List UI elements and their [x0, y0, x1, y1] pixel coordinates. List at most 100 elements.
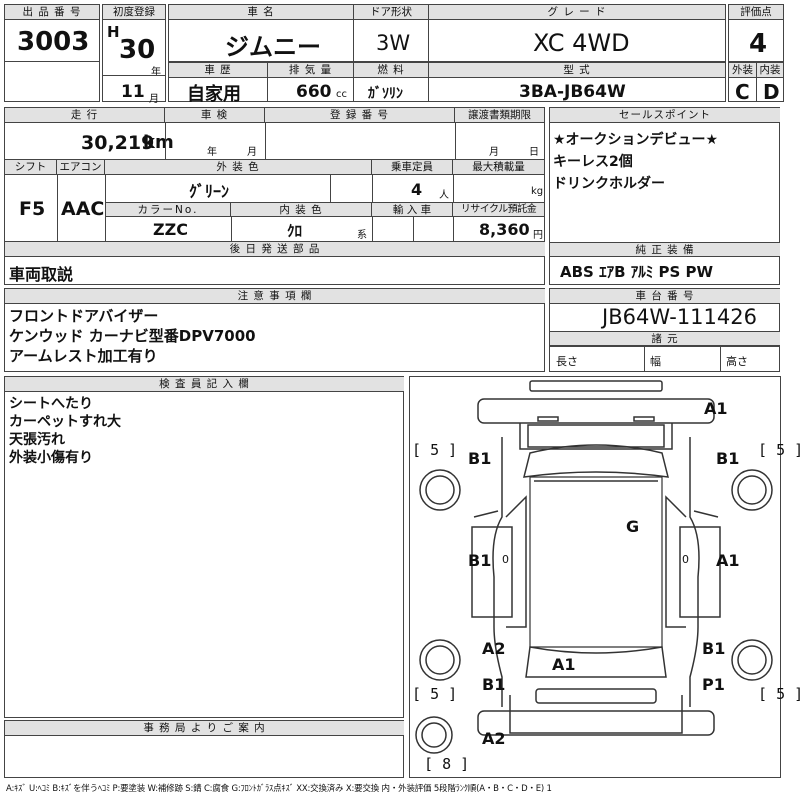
month-unit: 月	[149, 94, 159, 105]
exterior-grade-cell: 外装 C	[728, 62, 757, 104]
car-outline	[415, 380, 773, 754]
sales-point-label: セールスポイント	[550, 108, 780, 123]
car-name-value: ジムニー	[225, 33, 321, 61]
sales-point-line: ドリンクホルダー	[553, 176, 665, 192]
history-value: 自家用	[187, 84, 241, 105]
year-value: 30	[119, 35, 156, 65]
displacement-value: 660	[296, 82, 332, 102]
tire-front-left: [ 5 ]	[412, 441, 458, 459]
color-no-value: ZZC	[153, 220, 188, 239]
max-load-unit: kg	[531, 186, 544, 197]
month-value: 11	[121, 82, 145, 102]
right-door-zero: 0	[682, 553, 689, 566]
exterior-grade-value: C	[735, 80, 750, 104]
damage-legend: A:ｷｽﾞ U:ﾍｺﾐ B:ｷｽﾞを伴うﾍｺﾐ P:要塗装 W:補修跡 S:錆 …	[6, 784, 552, 794]
notes-panel: 注 意 事 項 欄 フロントドアバイザー ケンウッド カーナビ型番DPV7000…	[4, 288, 545, 372]
transfer-day-unit: 日	[529, 147, 539, 158]
inspection-month-unit: 月	[247, 147, 257, 158]
displacement-label: 排 気 量	[268, 63, 354, 78]
mileage-unit: km	[143, 132, 174, 153]
door-type-label: ドア形状	[354, 5, 429, 20]
mark-spare: A2	[482, 729, 506, 748]
recycle-unit: 円	[533, 230, 543, 241]
sales-point-line: ★オークションデビュー★	[553, 132, 719, 148]
office-label: 事 務 局 よ り ご 案 内	[5, 721, 404, 736]
capacity-value: 4	[411, 180, 423, 199]
tire-front-left-value: 5	[430, 441, 440, 459]
displacement-cell: 排 気 量 660 cc	[267, 62, 354, 102]
inspection-year-unit: 年	[207, 147, 217, 158]
recycle-value: 8,360	[479, 220, 530, 239]
max-load-label: 最大積載量	[453, 160, 545, 175]
fuel-label: 燃 料	[354, 63, 429, 78]
shift-value: F5	[19, 198, 46, 220]
notes-line: アームレスト加工有り	[9, 347, 158, 365]
era-value: H	[107, 23, 120, 41]
exterior-grade-label: 外装	[729, 63, 757, 78]
inspector-line: 外装小傷有り	[9, 450, 93, 466]
mark-roof: G	[626, 517, 640, 536]
mark-rear-left-lower: B1	[482, 675, 506, 694]
tire-front-right: [ 5 ]	[758, 441, 800, 459]
capacity-unit: 人	[439, 190, 449, 201]
int-color-label: 内 装 色	[231, 203, 372, 217]
aircon-value: AAC	[61, 198, 105, 220]
inspector-panel: 検 査 員 記 入 欄 シートへたり カーペットすれ大 天張汚れ 外装小傷有り	[4, 376, 404, 718]
score-label: 評価点	[729, 5, 784, 20]
model-label: 型 式	[429, 63, 726, 78]
chassis-value: JB64W-111426	[602, 305, 757, 329]
door-type-cell: ドア形状 3W	[353, 4, 429, 62]
mark-front-bumper: A1	[704, 399, 728, 418]
tire-spare-value: 8	[442, 755, 452, 773]
year-unit: 年	[151, 67, 161, 78]
color-no-label: カラーNo.	[106, 203, 231, 217]
grade-value: XC 4WD	[533, 29, 630, 57]
tire-rear-right: [ 5 ]	[758, 685, 800, 703]
specs-label: 諸 元	[550, 331, 780, 346]
inspector-label: 検 査 員 記 入 欄	[5, 377, 404, 392]
vehicle-details-panel: 走 行 車 検 登 録 番 号 譲渡書類期限 30,219 km 年 月 月 日…	[4, 107, 545, 285]
chassis-panel: 車 台 番 号 JB64W-111426 諸 元 長さ 幅 高さ	[549, 288, 780, 372]
mark-front-left-fender: B1	[468, 449, 492, 468]
interior-grade-cell: 内装 D	[756, 62, 784, 104]
fuel-value: ｶﾞｿﾘﾝ	[368, 86, 403, 102]
notes-line: ケンウッド カーナビ型番DPV7000	[9, 327, 256, 345]
interior-grade-label: 内装	[757, 63, 784, 78]
notes-label: 注 意 事 項 欄	[5, 289, 545, 304]
tire-spare: [ 8 ]	[424, 755, 470, 773]
mark-left-door: B1	[468, 551, 492, 570]
chassis-label: 車 台 番 号	[550, 289, 780, 304]
inspector-line: カーペットすれ大	[9, 414, 121, 430]
mileage-label: 走 行	[5, 108, 165, 123]
ext-color-value: ｸﾞﾘｰﾝ	[189, 182, 230, 201]
int-color-unit: 系	[357, 230, 367, 241]
lot-number-label: 出 品 番 号	[5, 5, 100, 20]
genuine-equipment-label: 純 正 装 備	[550, 242, 780, 257]
width-label: 幅	[650, 355, 661, 368]
recycle-label: リサイクル預託金	[453, 203, 545, 217]
grade-label: グ レ ー ド	[429, 5, 726, 20]
tire-rear-left: [ 5 ]	[412, 685, 458, 703]
inspector-line: シートへたり	[9, 396, 93, 412]
interior-grade-value: D	[763, 80, 780, 104]
transfer-label: 譲渡書類期限	[455, 108, 545, 123]
first-registration-label: 初度登録	[103, 5, 166, 20]
reg-no-label: 登 録 番 号	[265, 108, 455, 123]
mark-rear-right: B1	[702, 639, 726, 658]
lot-number-cell: 出 品 番 号 3003	[4, 4, 100, 102]
left-door-zero: 0	[502, 553, 509, 566]
later-parts-value: 車両取説	[9, 265, 74, 284]
mark-rear-left-upper: A2	[482, 639, 506, 658]
history-label: 車 歴	[169, 63, 268, 78]
history-cell: 車 歴 自家用	[168, 62, 268, 105]
notes-line: フロントドアバイザー	[9, 307, 159, 325]
mark-rear-center: A1	[552, 655, 576, 674]
import-label: 輸 入 車	[372, 203, 453, 217]
score-cell: 評価点 4	[728, 4, 784, 62]
car-name-label: 車 名	[169, 5, 354, 20]
mileage-value: 30,219	[81, 132, 155, 154]
model-value: 3BA-JB64W	[519, 82, 626, 102]
first-registration-cell: 初度登録 H 30 年 11 月	[102, 4, 166, 105]
sales-point-panel: セールスポイント ★オークションデビュー★ キーレス2個 ドリンクホルダー 純 …	[549, 107, 780, 285]
int-color-value: ｸﾛ	[287, 222, 303, 240]
